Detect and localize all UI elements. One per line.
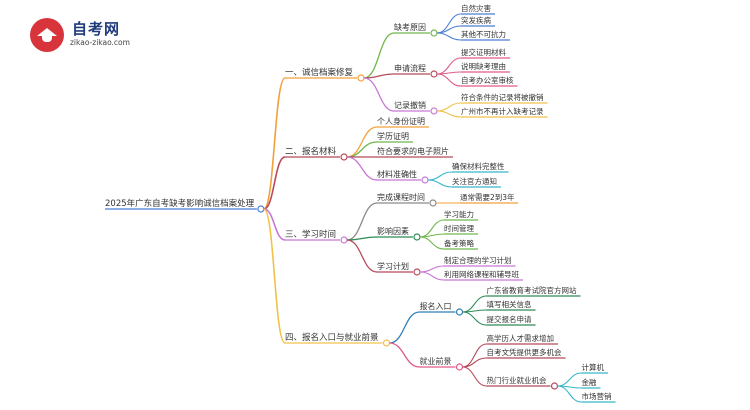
connector <box>557 372 582 387</box>
connector <box>419 236 445 250</box>
child-node: 报名入口 <box>420 301 452 311</box>
graduation-cap-icon <box>30 18 64 52</box>
child-node: 材料准确性 <box>377 169 417 179</box>
branch-node: 一、诚信档案修复 <box>285 67 354 78</box>
leaf-node: 通常需要2到3年 <box>460 192 515 202</box>
connector <box>436 110 462 118</box>
node-dot <box>257 205 265 213</box>
node-dot <box>430 29 438 37</box>
branch-node: 三、学习时间 <box>285 229 336 240</box>
connector <box>557 385 582 403</box>
child-node: 缺考原因 <box>394 22 426 32</box>
sub-leaf-node: 市场营销 <box>582 391 612 401</box>
node-dot <box>340 153 348 161</box>
connector <box>346 141 378 158</box>
connector <box>462 366 487 387</box>
child-node: 完成课程时间 <box>377 192 425 202</box>
child-node: 符合要求的电子照片 <box>377 146 449 156</box>
connector <box>462 311 487 326</box>
node-dot <box>340 236 348 244</box>
child-node: 就业前景 <box>420 356 452 366</box>
sub-leaf-node: 金融 <box>582 377 597 387</box>
root-node: 2025年广东自考缺考影响诚信档案处理 <box>105 198 255 209</box>
leaf-node: 广州市不再计入缺考记录 <box>461 106 544 116</box>
child-node: 影响因素 <box>377 226 409 236</box>
leaf-node: 确保材料完整性 <box>452 161 505 171</box>
connector <box>436 102 462 112</box>
leaf-node: 高学历人才需求增加 <box>487 333 555 343</box>
node-dot <box>429 199 437 207</box>
connector <box>263 208 286 344</box>
leaf-node: 关注官方通知 <box>452 176 497 186</box>
child-node: 学习计划 <box>377 261 409 271</box>
connector <box>427 171 453 181</box>
connector <box>363 73 395 79</box>
connector <box>427 179 453 188</box>
connector <box>462 357 487 368</box>
connector <box>346 239 378 273</box>
logo-url: zikao-zikao.com <box>70 38 130 47</box>
connector <box>263 77 286 210</box>
leaf-node: 其他不可抗力 <box>461 29 506 39</box>
child-node: 记录撤销 <box>394 100 426 110</box>
leaf-node: 说明缺考理由 <box>461 61 506 71</box>
node-dot <box>430 107 438 115</box>
node-dot <box>550 382 559 390</box>
leaf-node: 广东省教育考试院官方网站 <box>487 285 577 295</box>
connector <box>462 343 487 368</box>
leaf-node: 备考策略 <box>444 238 474 248</box>
logo-title: 自考网 <box>72 20 121 38</box>
leaf-node: 利用网络课程和辅导班 <box>444 269 519 279</box>
node-dot <box>413 233 421 241</box>
leaf-node: 自然灾害 <box>461 3 491 13</box>
child-node: 个人身份证明 <box>377 116 425 126</box>
leaf-node: 提交证明材料 <box>461 47 506 57</box>
leaf-node: 提交报名申请 <box>487 314 532 324</box>
connector <box>419 265 445 273</box>
node-dot <box>413 268 421 276</box>
node-dot <box>430 70 438 78</box>
child-node: 学历证明 <box>377 131 409 141</box>
leaf-node: 自考办公室审核 <box>461 75 514 85</box>
node-dot <box>357 74 365 82</box>
leaf-node: 制定合理的学习计划 <box>444 255 512 265</box>
connector <box>346 156 378 181</box>
connector <box>436 13 462 34</box>
node-dot <box>455 308 464 316</box>
connector <box>263 208 286 241</box>
connector <box>419 233 445 238</box>
branch-node: 四、报名入口与就业前景 <box>285 332 379 343</box>
leaf-node: 时间管理 <box>444 223 474 233</box>
leaf-node: 热门行业就业机会 <box>487 375 547 385</box>
branch-node: 二、报名材料 <box>285 146 337 157</box>
connector <box>436 73 462 87</box>
node-dot <box>421 176 429 184</box>
connector <box>263 156 286 210</box>
leaf-node: 符合条件的记录将被撤销 <box>461 92 544 102</box>
node-dot <box>455 363 464 371</box>
node-dot <box>382 339 391 347</box>
leaf-node: 填写相关信息 <box>487 299 532 309</box>
leaf-node: 学习能力 <box>444 209 474 219</box>
sub-leaf-node: 计算机 <box>582 362 605 372</box>
connector <box>419 271 445 281</box>
connector <box>363 32 395 79</box>
connector <box>436 32 462 41</box>
site-logo[interactable]: 自考网 zikao-zikao.com <box>30 16 140 56</box>
connector <box>346 202 378 241</box>
leaf-node: 自考文凭提供更多机会 <box>487 347 562 357</box>
leaf-node: 突发疾病 <box>461 15 491 25</box>
child-node: 申请流程 <box>394 63 426 73</box>
connector <box>389 311 420 344</box>
connector <box>389 342 420 368</box>
connector <box>363 77 395 112</box>
